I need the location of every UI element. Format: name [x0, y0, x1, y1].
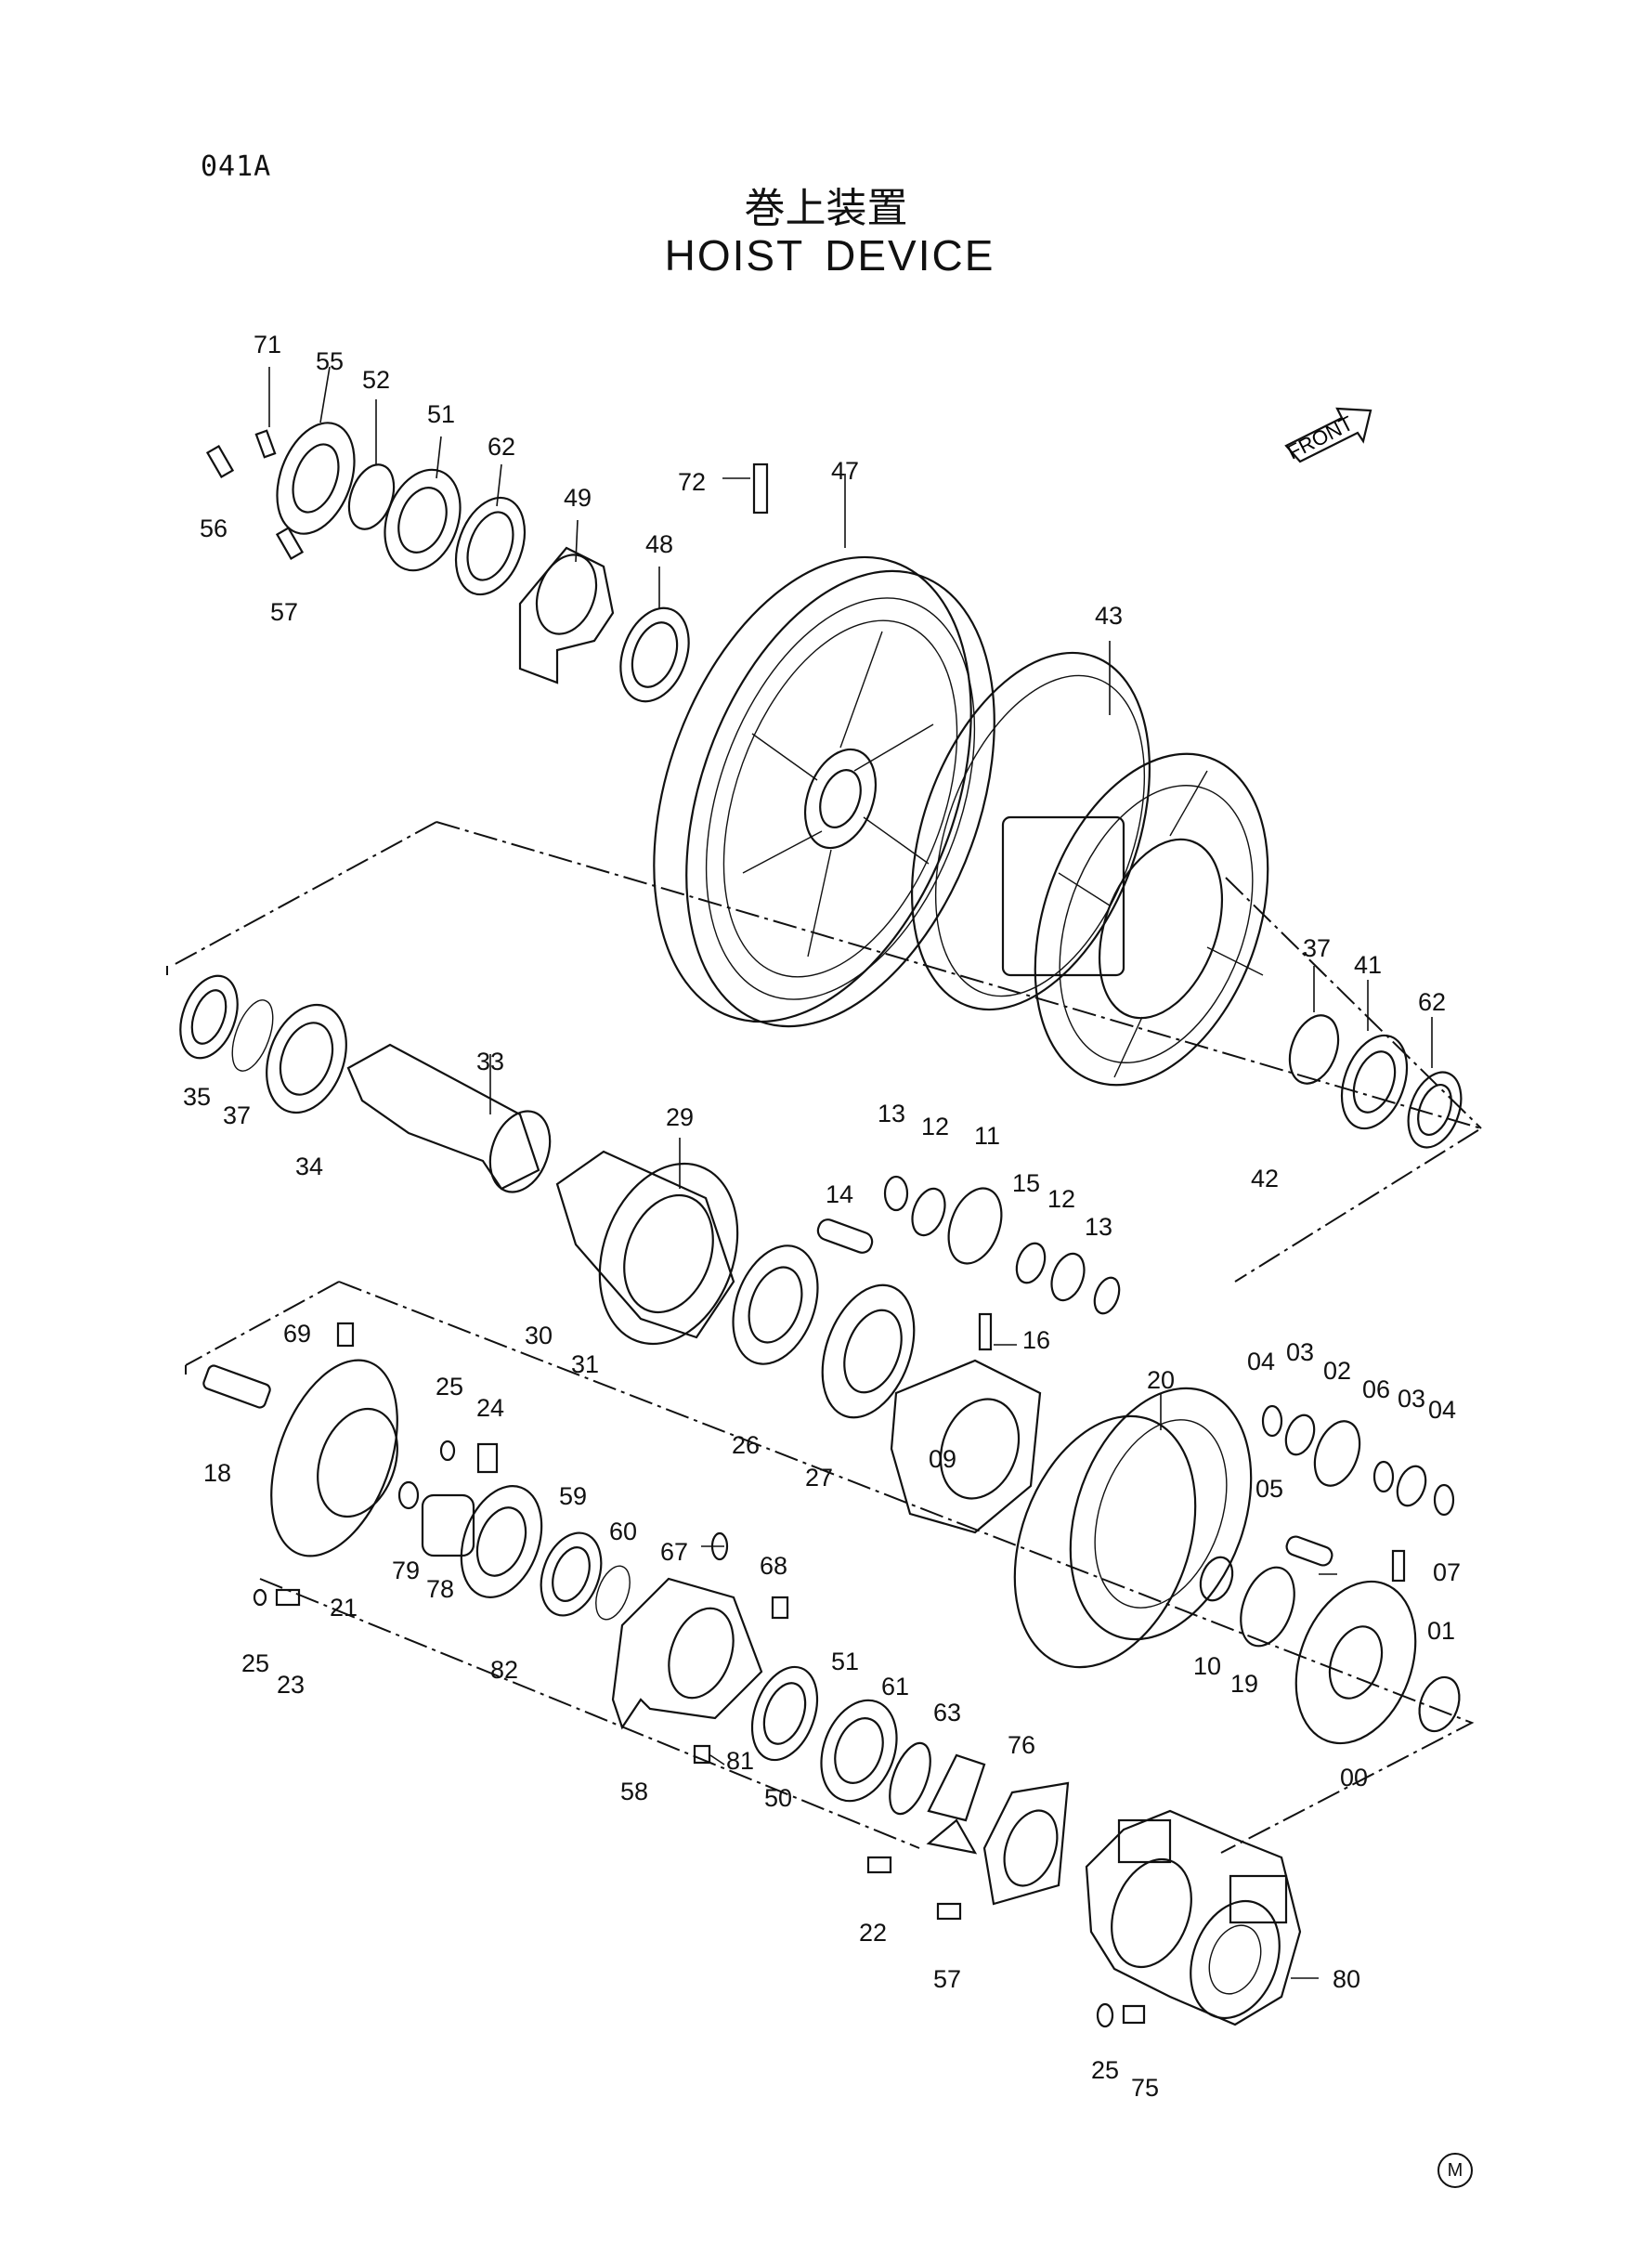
part-label-15: 15	[1012, 1169, 1040, 1197]
part-label-79: 79	[392, 1557, 420, 1584]
part-label-68: 68	[760, 1552, 787, 1580]
part-label-57: 57	[270, 598, 298, 626]
part-label-16: 16	[1022, 1326, 1050, 1354]
title-japanese: 巻上装置	[744, 185, 908, 232]
part-label-56: 56	[200, 515, 228, 542]
part-label-81: 81	[726, 1747, 754, 1775]
part-label-33: 33	[476, 1048, 504, 1075]
part-label-72: 72	[678, 468, 706, 496]
part-label-12: 12	[1047, 1185, 1075, 1213]
drum-47	[653, 555, 995, 1028]
part-label-67: 67	[660, 1538, 688, 1566]
part-label-48: 48	[645, 530, 673, 558]
part-label-21: 21	[330, 1594, 358, 1622]
part-label-61: 61	[881, 1673, 909, 1700]
part-label-51: 51	[831, 1648, 859, 1675]
part-label-58: 58	[620, 1778, 648, 1805]
lower-left-group	[202, 1322, 789, 1765]
part-label-25: 25	[241, 1649, 269, 1677]
part-label-29: 29	[666, 1103, 694, 1131]
part-label-78: 78	[426, 1575, 454, 1603]
part-label-76: 76	[1008, 1731, 1035, 1759]
part-label-20: 20	[1147, 1366, 1175, 1394]
part-label-03: 03	[1286, 1338, 1314, 1366]
part-label-57: 57	[933, 1965, 961, 1993]
part-label-69: 69	[283, 1320, 311, 1348]
assembly-outline-lines	[166, 821, 1484, 1854]
part-label-11: 11	[974, 1122, 1000, 1150]
part-label-37: 37	[223, 1101, 251, 1129]
part-label-04: 04	[1247, 1348, 1275, 1375]
part-label-22: 22	[859, 1919, 887, 1947]
part-label-60: 60	[609, 1518, 637, 1545]
part-label-05: 05	[1255, 1475, 1283, 1503]
part-label-62: 62	[1418, 988, 1446, 1016]
front-arrow-icon: FRONT	[1283, 407, 1372, 464]
title-word-device: DEVICE	[825, 231, 995, 280]
part-label-23: 23	[277, 1671, 305, 1699]
part-label-12: 12	[921, 1113, 949, 1140]
leader-lines	[268, 366, 1433, 1979]
part-label-06: 06	[1362, 1375, 1390, 1403]
part-label-27: 27	[805, 1464, 833, 1492]
part-label-10: 10	[1193, 1652, 1221, 1680]
drum-43	[911, 651, 1269, 1087]
part-label-50: 50	[764, 1784, 792, 1812]
part-label-37: 37	[1303, 934, 1331, 962]
top-bearing-group	[205, 422, 769, 703]
part-label-59: 59	[559, 1482, 587, 1510]
part-label-01: 01	[1427, 1617, 1455, 1645]
part-label-43: 43	[1095, 602, 1123, 630]
planet-gear-group	[816, 1175, 1121, 1534]
part-label-02: 02	[1323, 1357, 1351, 1385]
part-label-80: 80	[1333, 1965, 1360, 1993]
part-label-75: 75	[1131, 2074, 1159, 2102]
part-label-03: 03	[1398, 1385, 1425, 1413]
part-label-25: 25	[436, 1373, 463, 1401]
part-label-18: 18	[203, 1459, 231, 1487]
part-label-09: 09	[929, 1445, 956, 1473]
part-label-30: 30	[525, 1322, 553, 1349]
part-label-51: 51	[427, 400, 455, 428]
part-label-19: 19	[1230, 1670, 1258, 1698]
title-english: HOIST DEVICE	[0, 230, 1652, 280]
hydraulic-motor-80	[1085, 1809, 1302, 2028]
part-label-63: 63	[933, 1699, 961, 1726]
part-label-41: 41	[1354, 951, 1382, 979]
shaft-row-parts	[179, 974, 1463, 1419]
output-bearing-group	[750, 1665, 1070, 1921]
ring-gear-group	[1013, 1387, 1461, 1745]
page-code: 041A	[201, 150, 272, 183]
part-label-62: 62	[488, 433, 515, 461]
part-label-71: 71	[254, 331, 281, 358]
part-label-13: 13	[1085, 1213, 1112, 1241]
part-label-25: 25	[1091, 2056, 1119, 2084]
part-label-82: 82	[490, 1656, 518, 1684]
part-label-47: 47	[831, 457, 859, 485]
part-label-35: 35	[183, 1083, 211, 1111]
corner-mark-icon: M	[1437, 2153, 1473, 2188]
part-label-07: 07	[1433, 1558, 1461, 1586]
part-label-26: 26	[732, 1431, 760, 1459]
part-label-13: 13	[878, 1100, 905, 1127]
part-number-labels: 71 55 52 51 62 49 72 47 48 56 57 43 35 37 34 33 29 37 41 62…	[183, 331, 1461, 2102]
part-label-34: 34	[295, 1153, 323, 1180]
part-label-14: 14	[826, 1180, 853, 1208]
part-label-00: 00	[1340, 1764, 1368, 1791]
title-word-hoist: HOIST	[664, 231, 804, 280]
part-label-52: 52	[362, 366, 390, 394]
part-label-42: 42	[1251, 1165, 1279, 1192]
part-label-04: 04	[1428, 1396, 1456, 1424]
part-label-55: 55	[316, 347, 344, 375]
part-label-31: 31	[571, 1350, 599, 1378]
part-label-24: 24	[476, 1394, 504, 1422]
part-label-49: 49	[564, 484, 592, 512]
